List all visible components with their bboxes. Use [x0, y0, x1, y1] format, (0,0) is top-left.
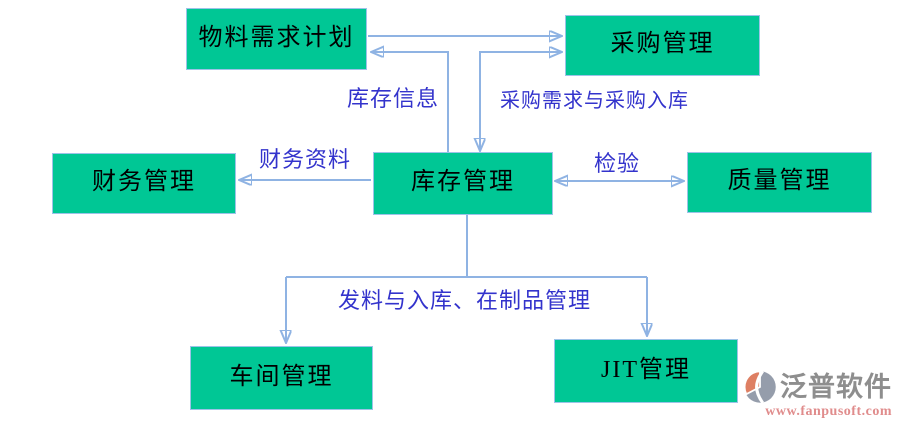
fanpu-logo-icon	[743, 370, 776, 404]
fanpu-watermark: 泛普软件 www.fanpusoft.com	[741, 369, 892, 420]
brand-name: 泛普软件	[780, 371, 892, 402]
node-finance: 财务管理	[52, 153, 236, 214]
node-workshop: 车间管理	[190, 346, 373, 410]
edge-label-finance-data: 财务资料	[259, 147, 352, 172]
node-purchasing: 采购管理	[565, 15, 760, 76]
edge-label-inspection: 检验	[594, 151, 641, 176]
node-mrp: 物料需求计划	[186, 8, 367, 70]
node-inventory: 库存管理	[373, 152, 553, 215]
edge-inventory-purchasing-bidirectional	[480, 52, 561, 150]
edge-label-inventory-info: 库存信息	[347, 86, 440, 111]
brand-url: www.fanpusoft.com	[765, 404, 892, 419]
edge-label-purchase-flow: 采购需求与采购入库	[500, 90, 689, 112]
node-workshop-label: 车间管理	[229, 363, 334, 390]
node-mrp-label: 物料需求计划	[198, 24, 355, 51]
edge-inventory-to-mrp	[372, 52, 449, 152]
node-purchasing-label: 采购管理	[610, 31, 715, 57]
node-quality: 质量管理	[687, 152, 872, 213]
node-jit-label: JIT管理	[601, 356, 691, 383]
node-quality-label: 质量管理	[727, 168, 832, 194]
node-finance-label: 财务管理	[92, 169, 196, 195]
node-inventory-label: 库存管理	[411, 169, 515, 195]
node-jit: JIT管理	[554, 339, 738, 403]
edge-label-material-flow: 发料与入库、在制品管理	[338, 288, 592, 313]
